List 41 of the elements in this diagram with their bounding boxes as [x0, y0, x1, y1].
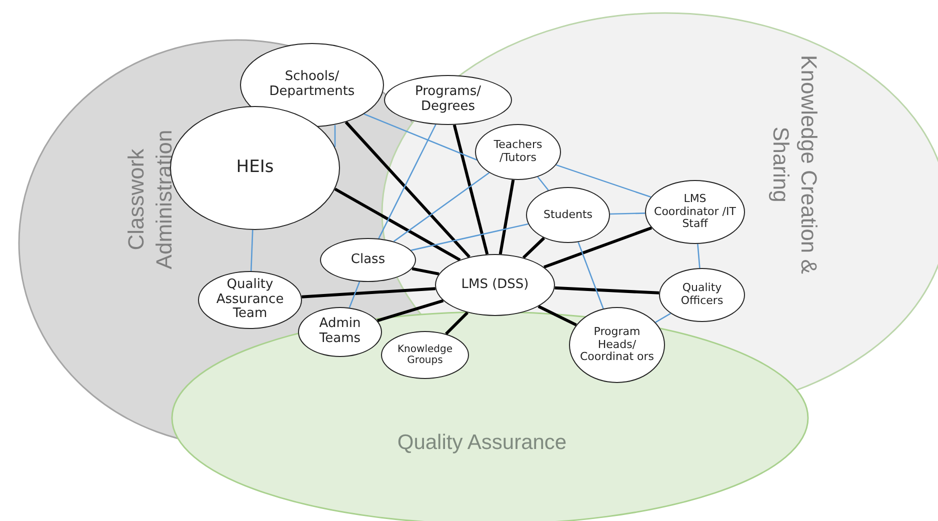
connector-line: [412, 267, 440, 276]
region-label: Knowledge Creation & Sharing: [768, 54, 822, 276]
connector-line: [348, 281, 360, 308]
region-label: Classwork Administration: [122, 128, 177, 272]
connector-line: [377, 299, 444, 322]
entity-label: Quality Officers: [680, 282, 724, 308]
entity-label: Programs/ Degrees: [414, 85, 482, 115]
entity-label: Admin Teams: [318, 317, 362, 347]
connector-line: [364, 113, 478, 161]
entity-label: Quality Assurance Team: [215, 278, 285, 322]
connector-line: [543, 226, 652, 269]
connector-line: [334, 188, 461, 262]
connector-line: [556, 164, 652, 198]
entity-label: Schools/ Departments: [268, 70, 356, 100]
connector-line: [410, 223, 528, 251]
connector-line: [344, 121, 470, 258]
entity-label: LMS Coordinator /IT Staff: [653, 193, 737, 231]
entity-label: LMS (DSS): [461, 278, 529, 292]
connector-line: [554, 286, 660, 294]
region-label: Quality Assurance: [396, 430, 568, 456]
connector-line: [250, 230, 254, 272]
connector-line: [393, 172, 490, 242]
connector-line: [537, 176, 549, 191]
entity-label: Knowledge Groups: [396, 344, 454, 366]
connector-line: [452, 124, 489, 255]
connector-line: [578, 242, 604, 309]
connector-line: [378, 124, 436, 239]
connector-line: [302, 287, 436, 298]
entity-label: Students: [543, 208, 593, 222]
entity-label: HEIs: [236, 158, 274, 178]
connector-line: [445, 311, 469, 335]
connector-line: [655, 312, 671, 323]
entity-label: Program Heads/ Coordinat ors: [578, 326, 655, 364]
entity-label: Class: [350, 252, 386, 268]
connector-line: [697, 244, 700, 268]
connector-line: [610, 212, 646, 215]
connector-line: [522, 236, 546, 259]
connector-line: [498, 180, 515, 254]
entity-label: Teachers /Tutors: [492, 139, 544, 165]
connector-line: [334, 125, 336, 147]
connector-line: [538, 305, 577, 326]
